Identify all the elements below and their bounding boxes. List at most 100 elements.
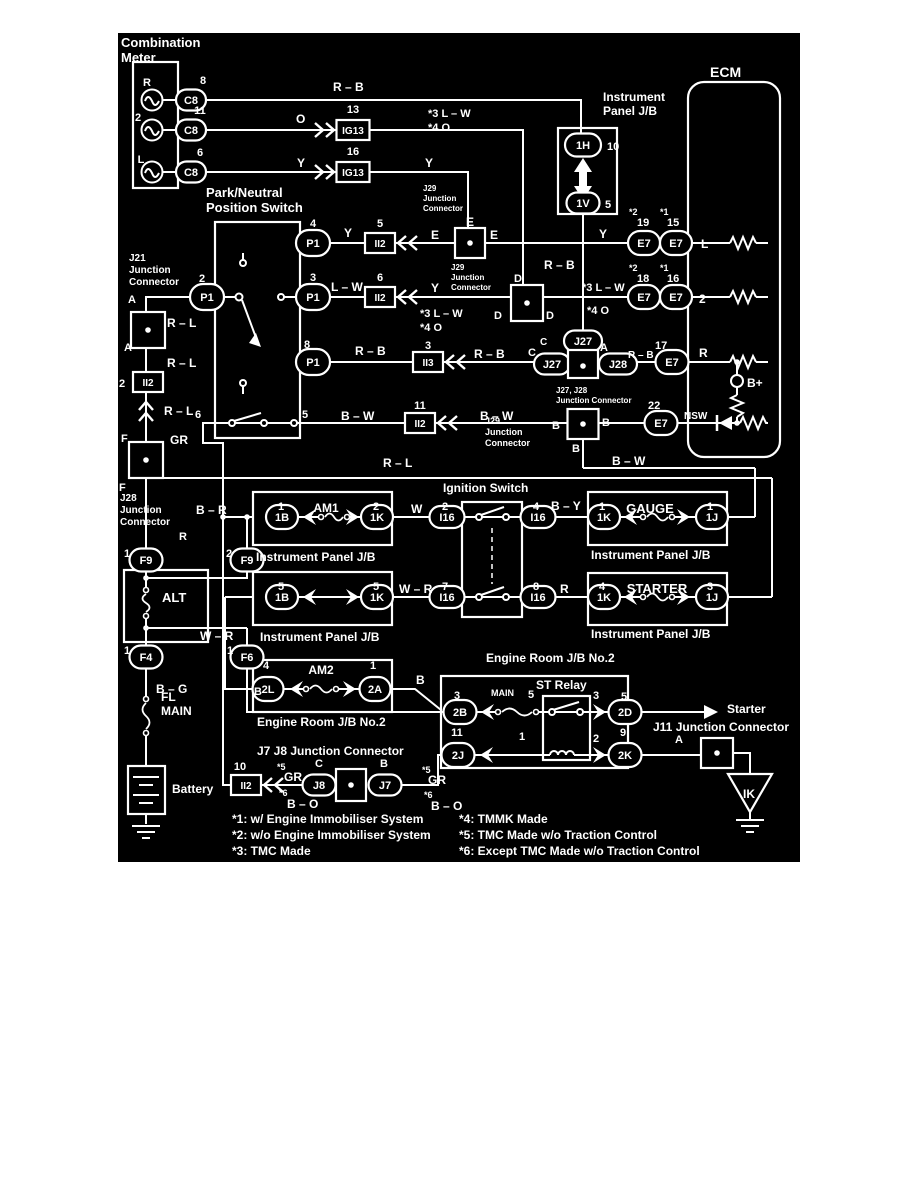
label-4: 4 (533, 501, 540, 513)
connector-label-E7: E7 (637, 238, 650, 250)
junction-dot (244, 514, 250, 520)
connector-arrow-icon (455, 354, 466, 370)
label-5: *5 (422, 765, 431, 775)
connector-label-1B: 1B (275, 512, 289, 524)
label-panel-j-b: Panel J/B (603, 104, 657, 118)
label-b-w: B – W (480, 409, 514, 423)
connector-arrow-icon (314, 164, 325, 180)
connector-label-2D: 2D (618, 707, 632, 719)
label-2: *2 (629, 207, 638, 217)
label-5: 5 (605, 199, 611, 211)
connector-label-1K: 1K (370, 592, 384, 604)
connector-label-II2: II2 (240, 781, 252, 792)
label-combination: Combination (121, 35, 200, 50)
label-3: 3 (707, 581, 713, 593)
label-6: 6 (377, 272, 383, 284)
label-6-except-tmc-made-w-o-traction-control: *6: Except TMC Made w/o Traction Control (459, 844, 700, 858)
connector-label-I16: I16 (530, 512, 545, 524)
label-b: B (416, 673, 425, 687)
label-5: 5 (278, 581, 284, 593)
connector-II3 (411, 350, 445, 374)
connector-arrow-icon (138, 411, 154, 422)
label-5: 5 (373, 581, 379, 593)
connector-label-F9: F9 (241, 555, 254, 567)
label-8: 8 (304, 339, 310, 351)
diode-icon (715, 415, 732, 431)
label-1: 1 (124, 645, 130, 657)
label-j29: J29 (485, 416, 500, 426)
label-1: 1 (124, 548, 130, 560)
label-r: R (560, 582, 569, 596)
relay-coil-icon (549, 750, 575, 756)
label-6: 6 (195, 409, 201, 421)
connector-label-IG13: IG13 (342, 168, 364, 179)
connector-II2 (403, 411, 437, 435)
connector-label-E7: E7 (637, 292, 650, 304)
connector-label-J7: J7 (379, 780, 391, 792)
label-3: 3 (593, 690, 599, 702)
junction-dot (143, 575, 149, 581)
label-3-l-w: *3 L – W (428, 108, 471, 120)
label-r: R (143, 77, 151, 89)
connector-1K (586, 503, 622, 531)
connector-P1 (294, 228, 332, 258)
label-d: D (494, 310, 502, 322)
fuse-end (532, 708, 540, 716)
connector-F9 (229, 547, 265, 573)
connector-P1 (294, 347, 332, 377)
label-ik: IK (743, 787, 755, 801)
b-plus-terminal-icon (730, 374, 744, 388)
connector-label-II2: II2 (374, 293, 386, 304)
junction-connector-box (509, 283, 545, 323)
fuse-symbol (324, 512, 344, 522)
label-instrument-panel-j-b: Instrument Panel J/B (256, 550, 376, 564)
label-3: 3 (310, 272, 316, 284)
label-w-r: W – R (399, 582, 433, 596)
jb-arrow-icon (343, 681, 356, 697)
connector-arrow-icon (396, 289, 407, 305)
connector-arrow-icon (262, 777, 273, 793)
label-a: A (128, 294, 136, 306)
label-2: 2 (373, 501, 379, 513)
label-r-l: R – L (167, 356, 196, 370)
connector-I16 (428, 584, 466, 610)
label-r-l: R – L (383, 456, 412, 470)
label-3-tmc-made: *3: TMC Made (232, 844, 311, 858)
park-neutral-switch-box (213, 220, 302, 440)
st-relay-contacts (548, 701, 584, 756)
fuse-symbol (309, 684, 333, 694)
label-5: 5 (377, 218, 383, 230)
connector-label-1J: 1J (706, 592, 718, 604)
connector-F4 (128, 644, 164, 670)
label-17: 17 (655, 340, 667, 352)
label-b: B (602, 417, 610, 429)
label-l-w: L – W (331, 280, 363, 294)
label-ecm: ECM (710, 64, 741, 80)
fuse-end (639, 593, 647, 601)
connector-label-I16: I16 (530, 592, 545, 604)
connector-label-II2: II2 (414, 419, 426, 430)
label-1: 1 (278, 501, 284, 513)
connector-arrow-icon (407, 235, 418, 251)
connector-arrow-icon (436, 415, 447, 431)
connector-P1 (188, 282, 226, 312)
label-junction: Junction (451, 273, 484, 282)
label-3-l-w: *3 L – W (420, 308, 463, 320)
jb-internal-arrow-icon (574, 158, 592, 200)
starter-arrow-icon (704, 705, 718, 719)
label-b: B (552, 420, 560, 432)
label-2: 2 (442, 501, 448, 513)
jb-arrow-icon (303, 589, 316, 605)
connector-1B (264, 503, 300, 531)
label-r-b: R – B (355, 344, 386, 358)
jb-arrow-icon (593, 747, 606, 763)
label-1: 1 (519, 731, 525, 743)
connector-label-1V: 1V (576, 198, 590, 210)
label-starter: STARTER (627, 581, 688, 596)
label-8: 8 (533, 581, 539, 593)
label-2: 2 (199, 273, 205, 285)
label-3-l-w: *3 L – W (582, 282, 625, 294)
label-instrument: Instrument (603, 90, 665, 104)
